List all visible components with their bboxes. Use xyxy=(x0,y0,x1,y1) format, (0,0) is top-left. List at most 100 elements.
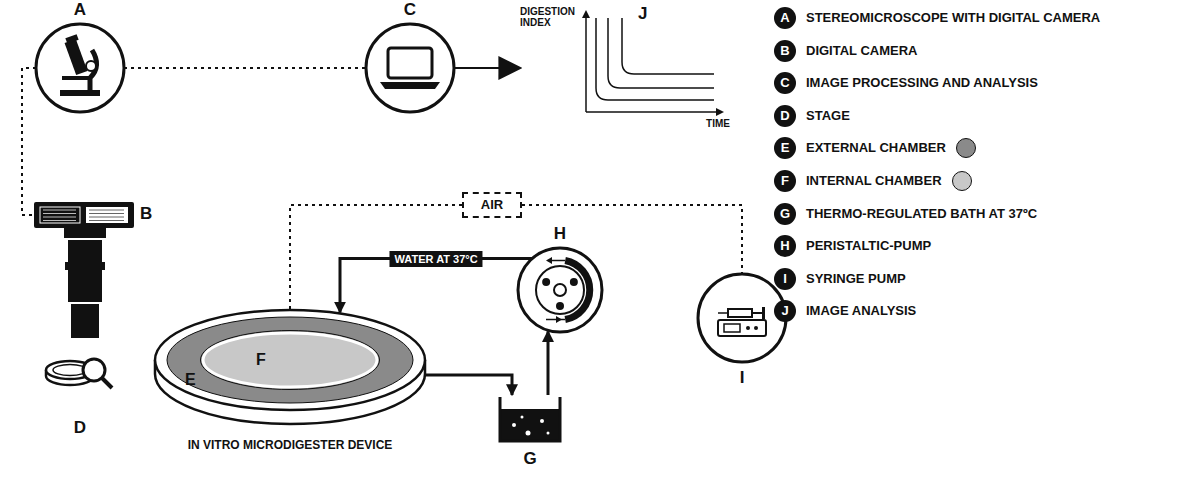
syringe-pump: I xyxy=(696,272,788,364)
node-label: AIR xyxy=(481,197,503,213)
camera-print xyxy=(89,220,124,221)
node-label: TIME xyxy=(706,118,730,130)
legend-text: STEREOMICROSCOPE WITH DIGITAL CAMERA xyxy=(806,10,1100,26)
pump-display xyxy=(724,324,740,332)
node-label: IN VITRO MICRODIGESTER DEVICE xyxy=(180,438,400,453)
node-shape xyxy=(364,22,456,114)
legend-row: FINTERNAL CHAMBER xyxy=(774,169,972,193)
camera-panel xyxy=(86,207,128,223)
flow-connector xyxy=(547,331,550,395)
node-label: B xyxy=(140,204,152,224)
pump-tube-leg xyxy=(550,260,565,262)
microscope-base xyxy=(60,90,100,96)
laptop-base xyxy=(380,82,440,89)
bath-bubble xyxy=(540,419,544,423)
digestion-curve xyxy=(622,18,714,74)
outline-circle xyxy=(698,274,786,362)
pump-flow-arrow xyxy=(546,257,552,264)
legend-badge: H xyxy=(774,235,796,257)
external-chamber xyxy=(167,317,413,403)
microscope-circle: A xyxy=(34,22,126,114)
bath-bubble xyxy=(512,423,516,427)
bath-bubble xyxy=(521,416,524,419)
legend-text: THERMO-REGULATED BATH AT 37ºC xyxy=(806,206,1037,222)
camera-lens-ring xyxy=(65,262,105,270)
node-shape xyxy=(520,4,730,134)
pump-button xyxy=(754,326,758,330)
flow-connector xyxy=(454,67,520,69)
peristaltic-pump: H xyxy=(516,246,604,334)
legend-badge: I xyxy=(774,268,796,290)
bath-bubble xyxy=(526,431,531,436)
syringe-needle xyxy=(718,312,728,314)
camera-print xyxy=(89,217,124,218)
node-label: H xyxy=(516,224,604,244)
syringe-barrel xyxy=(728,309,752,317)
device-rim xyxy=(155,310,425,410)
air-box: AIR xyxy=(462,192,522,218)
computer-circle: C xyxy=(364,22,456,114)
legend-text: EXTERNAL CHAMBER xyxy=(806,140,946,156)
flow-connector xyxy=(340,259,532,313)
legend-text: DIGITAL CAMERA xyxy=(806,43,917,59)
legend-badge: F xyxy=(774,170,796,192)
node-shape xyxy=(34,200,134,340)
node-label: C xyxy=(364,0,456,20)
digestion-curve xyxy=(608,18,714,88)
legend-badge: G xyxy=(774,203,796,225)
legend-badge: B xyxy=(774,40,796,62)
syringe-thumb xyxy=(762,307,765,319)
camera-lens-tip xyxy=(71,304,99,338)
pump-body xyxy=(718,320,766,336)
legend-row: DSTAGE xyxy=(774,104,850,128)
laptop-screen xyxy=(388,48,432,78)
legend-badge: J xyxy=(774,300,796,322)
camera-panel xyxy=(40,207,80,223)
microscope-stage xyxy=(62,76,92,80)
y-axis-arrow xyxy=(582,10,590,18)
camera-print xyxy=(89,210,124,211)
pump-roller xyxy=(570,278,578,286)
legend-row: ISYRINGE PUMP xyxy=(774,267,906,291)
camera-print xyxy=(43,213,76,214)
legend-swatch xyxy=(956,138,976,158)
pump-tube xyxy=(565,261,590,320)
legend-row: EEXTERNAL CHAMBER xyxy=(774,136,976,160)
magnifier-handle xyxy=(102,378,112,388)
legend-swatch xyxy=(952,171,972,191)
pump-button xyxy=(746,326,750,330)
microscope-knob xyxy=(86,61,96,71)
microscope-tube xyxy=(65,39,88,75)
camera-print xyxy=(43,220,76,221)
magnifier-lens xyxy=(83,359,105,381)
legend-badge: C xyxy=(774,72,796,94)
bath-bubble xyxy=(547,432,550,435)
node-label: DIGESTION INDEX xyxy=(520,6,582,28)
internal-chamber-rim xyxy=(201,331,380,390)
legend-badge: D xyxy=(774,105,796,127)
node-label: F xyxy=(256,350,266,370)
camera-body xyxy=(34,202,134,228)
legend-row: C IMAGE PROCESSING AND ANALYSIS xyxy=(774,71,1038,95)
x-axis-arrow xyxy=(716,108,724,116)
stage-icon: D xyxy=(40,340,120,440)
syringe-plunger xyxy=(752,312,762,314)
dotted-connector xyxy=(22,68,36,215)
pump-roller xyxy=(556,302,564,310)
edge-label: WATER AT 37°C xyxy=(390,251,483,267)
pump-flow-arrow xyxy=(556,316,562,323)
internal-chamber-fill xyxy=(203,333,377,387)
node-label: I xyxy=(696,368,788,388)
legend-text: IMAGE PROCESSING AND ANALYSIS xyxy=(806,75,1038,91)
pump-head xyxy=(536,266,584,314)
node-label: A xyxy=(34,0,126,20)
pump-roller xyxy=(542,278,550,286)
camera-print xyxy=(89,213,124,214)
legend-badge: A xyxy=(774,7,796,29)
pump-rotor xyxy=(554,284,566,296)
